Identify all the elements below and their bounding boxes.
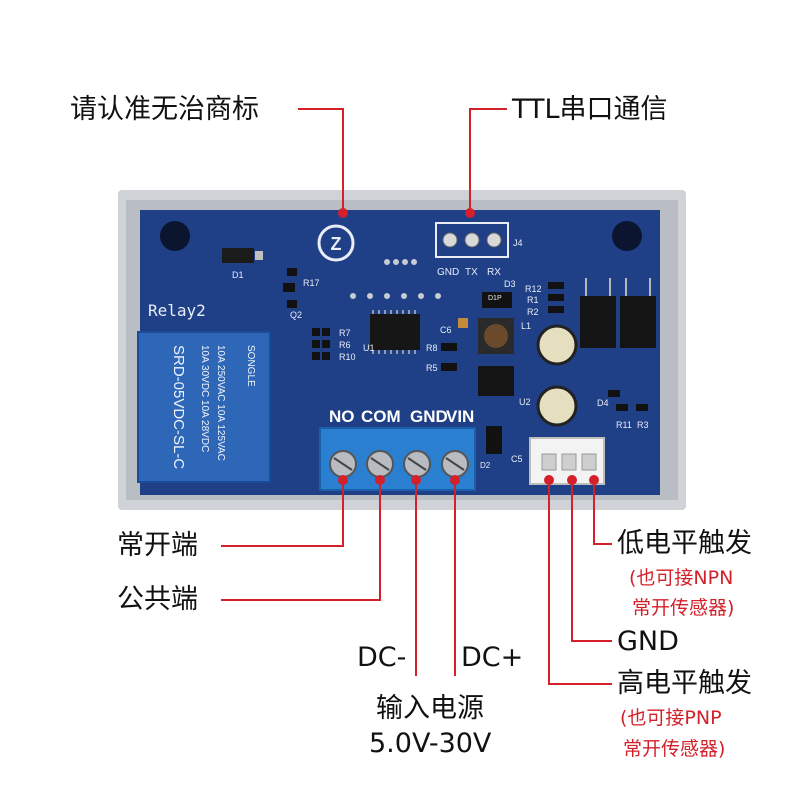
j4-name: J4 — [513, 238, 523, 248]
label-low-trigger: 低电平触发 — [617, 528, 752, 559]
d2-diode — [486, 426, 502, 454]
relay-rating-1: 10A 250VAC 10A 125VAC — [215, 345, 226, 461]
u2-regulator — [478, 366, 514, 396]
mount-hole-tl — [160, 221, 190, 251]
r3-resistor — [636, 404, 648, 411]
r11-resistor — [616, 404, 628, 411]
sensor-connector-pins — [541, 453, 597, 471]
label-ttl-serial: TTL串口通信 — [512, 94, 668, 125]
ic-right-pins — [585, 278, 651, 296]
silk-label: D1 — [232, 270, 244, 280]
j4-pin-gnd — [442, 232, 458, 248]
l1-coil — [484, 324, 508, 348]
r8-resistor — [441, 343, 457, 351]
relay-printing: SONGLE 10A 250VAC 10A 125VAC 10A 30VDC 1… — [170, 345, 256, 469]
label-power-title: 输入电源 — [376, 693, 484, 724]
relay-model: SRD-05VDC-SL-C — [170, 345, 187, 469]
silk-label: R11 — [616, 420, 632, 430]
d1-pad — [255, 251, 263, 260]
label-low-note-1: (也可接NPN — [629, 567, 734, 589]
silk-label: R1 — [527, 295, 539, 305]
resistor-group-left — [312, 328, 330, 360]
j4-label-gnd: GND — [437, 267, 459, 278]
label-low-note-2: 常开传感器) — [632, 597, 735, 619]
label-power-range: 5.0V-30V — [369, 728, 492, 759]
label-dc-plus: DC+ — [461, 642, 524, 673]
silk-label: R6 — [339, 340, 351, 350]
annotation-endpoints — [338, 208, 599, 485]
silk-label: C5 — [511, 454, 523, 464]
d1p-silk-mark: D1P — [488, 295, 502, 302]
silk-label: R17 — [303, 278, 320, 288]
terminal-label-vin: VIN — [446, 407, 474, 426]
c6-capacitor — [458, 318, 468, 328]
silk-label: C6 — [440, 325, 452, 335]
terminal-label-com: COM — [361, 407, 401, 426]
j4-pin-rx — [486, 232, 502, 248]
silk-label: L1 — [521, 321, 531, 331]
silk-label: D2 — [480, 461, 491, 470]
relay-label: Relay2 — [148, 301, 206, 320]
mount-hole-tr — [612, 221, 642, 251]
silk-label: D3 — [504, 279, 516, 289]
label-common: 公共端 — [117, 584, 198, 615]
silk-label: R2 — [527, 307, 539, 317]
silk-label: Q2 — [290, 310, 302, 320]
electrolytic-cap-1 — [536, 324, 578, 366]
silk-label: R8 — [426, 343, 438, 353]
label-dc-minus: DC- — [357, 642, 407, 673]
smd-part — [287, 268, 297, 276]
j4-label-rx: RX — [487, 267, 501, 278]
silk-label: D4 — [597, 398, 609, 408]
silk-label: U2 — [519, 397, 531, 407]
terminal-label-gnd: GND — [410, 407, 448, 426]
silk-label: R5 — [426, 363, 438, 373]
brand-logo-mark: Z — [331, 234, 342, 254]
relay-rating-2: 10A 30VDC 10A 28VDC — [199, 345, 210, 452]
d1-diode — [222, 248, 254, 263]
label-high-note-2: 常开传感器) — [623, 738, 726, 760]
smd-part — [283, 283, 295, 292]
u1-pins — [372, 310, 416, 354]
j4-label-tx: TX — [465, 267, 478, 278]
label-high-note-1: (也可接PNP — [620, 707, 722, 729]
label-gnd: GND — [617, 626, 679, 657]
silk-label: R10 — [339, 352, 356, 362]
d4-diode — [608, 390, 620, 397]
r5-resistor — [441, 363, 457, 371]
silk-label: U1 — [363, 343, 375, 353]
silk-label: R7 — [339, 328, 351, 338]
resistor-stack — [548, 282, 564, 313]
u1-chip — [370, 314, 420, 350]
annotation-lines — [221, 108, 612, 685]
silk-label: R3 — [637, 420, 649, 430]
brand-logo-icon — [317, 224, 355, 262]
electrolytic-cap-2 — [536, 385, 578, 427]
j4-pin-tx — [464, 232, 480, 248]
test-pad-row — [350, 259, 441, 299]
label-normally-open: 常开端 — [117, 530, 198, 561]
silk-label: R12 — [525, 284, 542, 294]
ic-right-2 — [620, 296, 656, 348]
ic-right-1 — [580, 296, 616, 348]
label-high-trigger: 高电平触发 — [617, 668, 752, 699]
label-brand-trademark: 请认准无治商标 — [70, 94, 259, 125]
d3-diode — [482, 292, 512, 308]
smd-part — [287, 300, 297, 308]
relay-brand: SONGLE — [245, 345, 256, 387]
relay-body — [137, 331, 271, 483]
j4-header-outline — [435, 222, 509, 258]
terminal-label-no: NO — [329, 407, 355, 426]
